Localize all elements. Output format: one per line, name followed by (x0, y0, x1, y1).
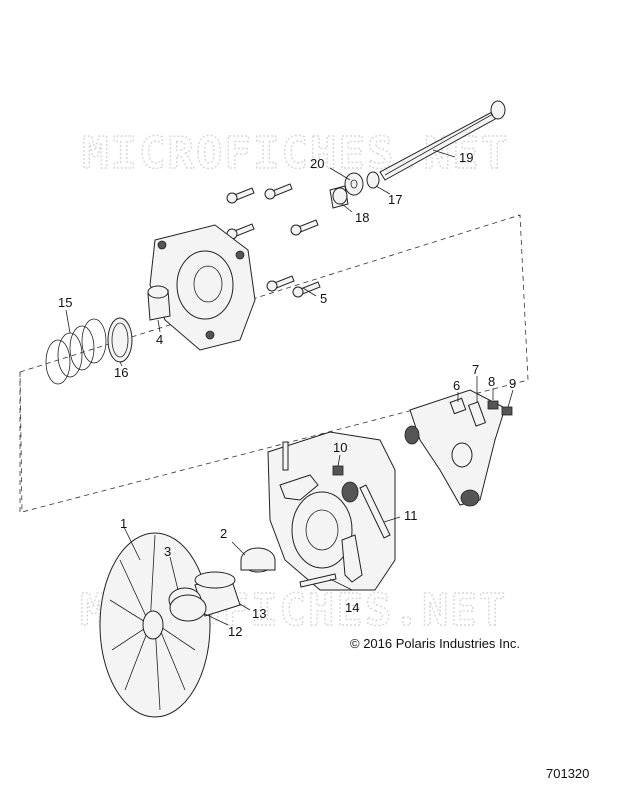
cam-arm-bolt (299, 573, 337, 588)
leader-lines (65, 149, 514, 626)
callout-2: 2 (220, 526, 227, 541)
callout-1: 1 (120, 516, 127, 531)
hex-nut (332, 465, 344, 476)
clutch-cover (149, 224, 256, 351)
callout-4: 4 (156, 332, 163, 347)
long-bolt (379, 100, 506, 181)
callout-14: 14 (345, 600, 359, 615)
callout-12: 12 (228, 624, 242, 639)
watermark-top: MICROFICHES.NET (82, 128, 509, 179)
fixed-sheave (99, 532, 211, 718)
callout-7: 7 (472, 362, 479, 377)
compression-spring (45, 318, 107, 385)
cam-arm-upper (279, 474, 319, 501)
callout-16: 16 (114, 365, 128, 380)
moveable-sheave (267, 431, 396, 591)
copyright-notice: © 2016 Polaris Industries Inc. (350, 636, 520, 651)
callout-6: 6 (453, 378, 460, 393)
callout-11: 11 (404, 508, 418, 523)
callout-3: 3 (164, 544, 171, 559)
flat-washer (344, 172, 364, 196)
o-ring (169, 594, 207, 622)
spacer (329, 185, 349, 209)
callout-19: 19 (459, 150, 473, 165)
callout-9: 9 (509, 376, 516, 391)
callout-18: 18 (355, 210, 369, 225)
cam-arm-lower (341, 534, 363, 583)
bolt-group-lower (266, 275, 321, 298)
lock-washer (366, 171, 380, 189)
figure-number: 701320 (546, 766, 590, 781)
roller (449, 397, 467, 415)
callout-20: 20 (310, 156, 324, 171)
set-screw (487, 400, 499, 410)
bolt-group-upper (226, 183, 319, 240)
callout-8: 8 (488, 374, 495, 389)
callout-10: 10 (333, 440, 347, 455)
bushing (147, 285, 171, 321)
callout-13: 13 (252, 606, 266, 621)
bushing-sleeve (240, 547, 276, 573)
guide-pin (282, 441, 289, 471)
weight-pin (359, 484, 391, 539)
callout-15: 15 (58, 295, 72, 310)
callout-5: 5 (320, 291, 327, 306)
spring-clip (501, 406, 513, 416)
callout-17: 17 (388, 192, 402, 207)
roller-pin (467, 401, 487, 427)
